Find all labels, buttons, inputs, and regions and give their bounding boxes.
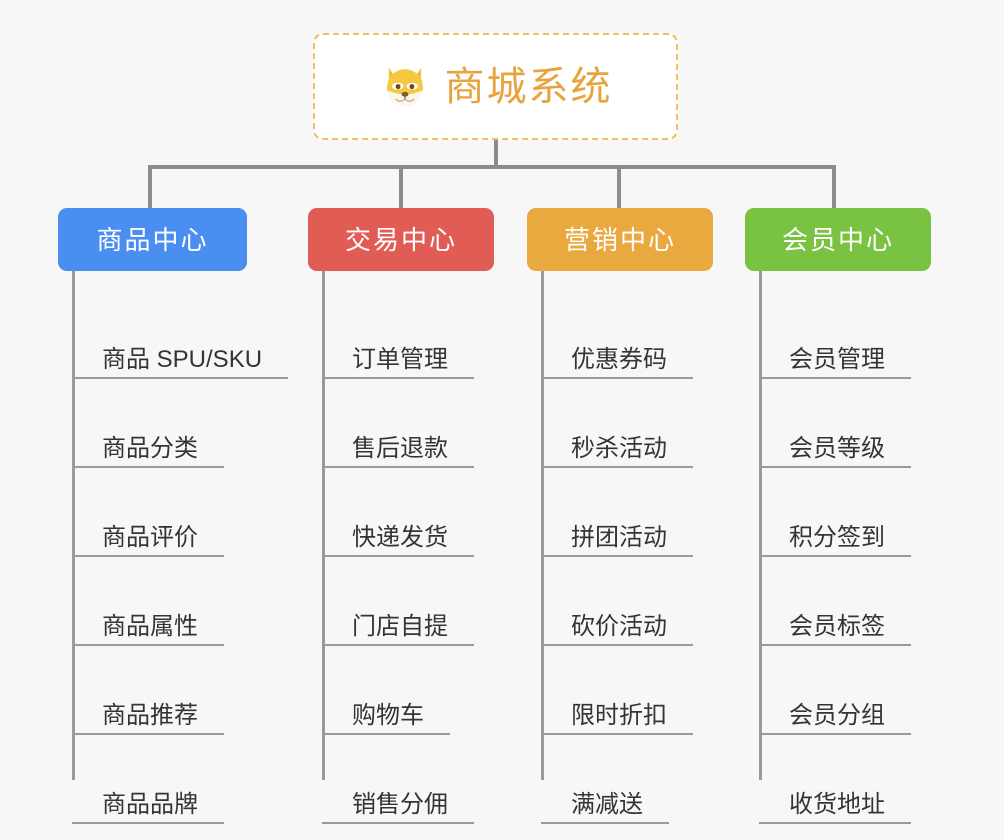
- leaf-underline: [322, 644, 474, 646]
- list-item[interactable]: 销售分佣: [322, 735, 528, 824]
- category-column-4: 会员中心 会员管理 会员等级 积分签到 会员标签 会员分组: [745, 208, 975, 824]
- leaf-underline: [759, 644, 911, 646]
- leaf-list-2: 订单管理 售后退款 快递发货 门店自提 购物车 销售分佣: [322, 271, 528, 824]
- leaf-label: 商品评价: [102, 523, 198, 551]
- connector-root-stem: [494, 140, 498, 169]
- leaf-label: 购物车: [352, 701, 424, 729]
- leaf-underline: [541, 466, 693, 468]
- list-item[interactable]: 限时折扣: [541, 646, 747, 735]
- list-item[interactable]: 会员分组: [759, 646, 975, 735]
- category-header-3[interactable]: 营销中心: [527, 208, 713, 271]
- list-item[interactable]: 商品评价: [72, 468, 318, 557]
- category-header-4[interactable]: 会员中心: [745, 208, 931, 271]
- leaf-label: 销售分佣: [352, 790, 448, 818]
- leaf-label: 拼团活动: [571, 523, 667, 551]
- leaf-label: 门店自提: [352, 612, 448, 640]
- leaf-underline: [72, 555, 224, 557]
- leaf-label: 积分签到: [789, 523, 885, 551]
- leaf-underline: [322, 555, 474, 557]
- leaf-underline: [322, 466, 474, 468]
- leaf-label: 满减送: [571, 790, 643, 818]
- leaf-underline: [72, 644, 224, 646]
- dog-face-icon: [386, 67, 423, 106]
- leaf-label: 商品 SPU/SKU: [102, 345, 263, 373]
- leaf-label: 售后退款: [352, 434, 448, 462]
- list-item[interactable]: 商品推荐: [72, 646, 318, 735]
- list-item[interactable]: 售后退款: [322, 379, 528, 468]
- leaf-underline: [541, 733, 693, 735]
- leaf-label: 订单管理: [352, 345, 448, 373]
- connector-horizontal-bar: [148, 165, 836, 169]
- connector-drop-1: [148, 165, 152, 209]
- leaf-underline: [759, 377, 911, 379]
- list-item[interactable]: 商品 SPU/SKU: [72, 290, 318, 379]
- category-label-3: 营销中心: [563, 224, 676, 255]
- leaf-label: 商品品牌: [102, 790, 198, 818]
- leaf-underline: [72, 377, 288, 379]
- leaf-list-3: 优惠券码 秒杀活动 拼团活动 砍价活动 限时折扣 满减送: [541, 271, 747, 824]
- leaf-label: 收货地址: [789, 790, 885, 818]
- list-item[interactable]: 商品品牌: [72, 735, 318, 824]
- connector-drop-4: [832, 165, 836, 209]
- category-header-2[interactable]: 交易中心: [308, 208, 494, 271]
- leaf-list-4: 会员管理 会员等级 积分签到 会员标签 会员分组 收货地址: [759, 271, 975, 824]
- leaf-underline: [72, 466, 224, 468]
- category-label-2: 交易中心: [344, 224, 457, 255]
- list-item[interactable]: 秒杀活动: [541, 379, 747, 468]
- leaf-underline: [759, 822, 911, 824]
- leaf-label: 砍价活动: [571, 612, 667, 640]
- list-item[interactable]: 商品属性: [72, 557, 318, 646]
- category-column-3: 营销中心 优惠券码 秒杀活动 拼团活动 砍价活动 限时折扣: [527, 208, 747, 824]
- leaf-label: 会员等级: [789, 434, 885, 462]
- list-item[interactable]: 拼团活动: [541, 468, 747, 557]
- leaf-underline: [322, 733, 450, 735]
- leaf-label: 商品分类: [102, 434, 198, 462]
- category-column-2: 交易中心 订单管理 售后退款 快递发货 门店自提 购物车: [308, 208, 528, 824]
- list-item[interactable]: 会员管理: [759, 290, 975, 379]
- list-item[interactable]: 快递发货: [322, 468, 528, 557]
- category-column-1: 商品中心 商品 SPU/SKU 商品分类 商品评价 商品属性 商品推荐: [58, 208, 318, 824]
- list-item[interactable]: 门店自提: [322, 557, 528, 646]
- leaf-underline: [541, 822, 669, 824]
- leaf-underline: [541, 644, 693, 646]
- root-title: 商城系统: [444, 64, 613, 109]
- list-item[interactable]: 收货地址: [759, 735, 975, 824]
- list-item[interactable]: 会员标签: [759, 557, 975, 646]
- list-item[interactable]: 砍价活动: [541, 557, 747, 646]
- leaf-label: 秒杀活动: [571, 434, 667, 462]
- leaf-label: 商品属性: [102, 612, 198, 640]
- leaf-underline: [759, 733, 911, 735]
- leaf-label: 限时折扣: [571, 701, 667, 729]
- category-label-4: 会员中心: [781, 224, 894, 255]
- list-item[interactable]: 商品分类: [72, 379, 318, 468]
- leaf-list-1: 商品 SPU/SKU 商品分类 商品评价 商品属性 商品推荐 商品品牌: [72, 271, 318, 824]
- leaf-underline: [759, 466, 911, 468]
- leaf-label: 会员管理: [789, 345, 885, 373]
- leaf-underline: [72, 822, 224, 824]
- leaf-underline: [541, 377, 693, 379]
- leaf-underline: [759, 555, 911, 557]
- leaf-label: 会员分组: [789, 701, 885, 729]
- leaf-underline: [322, 822, 474, 824]
- leaf-label: 会员标签: [789, 612, 885, 640]
- leaf-underline: [322, 377, 474, 379]
- list-item[interactable]: 满减送: [541, 735, 747, 824]
- leaf-label: 商品推荐: [102, 701, 198, 729]
- list-item[interactable]: 积分签到: [759, 468, 975, 557]
- list-item[interactable]: 购物车: [322, 646, 528, 735]
- category-label-1: 商品中心: [96, 224, 209, 255]
- root-node[interactable]: 商城系统: [313, 33, 678, 140]
- connector-drop-3: [617, 165, 621, 209]
- leaf-underline: [541, 555, 693, 557]
- category-header-1[interactable]: 商品中心: [58, 208, 247, 271]
- leaf-underline: [72, 733, 224, 735]
- leaf-label: 快递发货: [352, 523, 448, 551]
- list-item[interactable]: 订单管理: [322, 290, 528, 379]
- list-item[interactable]: 优惠券码: [541, 290, 747, 379]
- list-item[interactable]: 会员等级: [759, 379, 975, 468]
- leaf-label: 优惠券码: [571, 345, 667, 373]
- connector-drop-2: [399, 165, 403, 209]
